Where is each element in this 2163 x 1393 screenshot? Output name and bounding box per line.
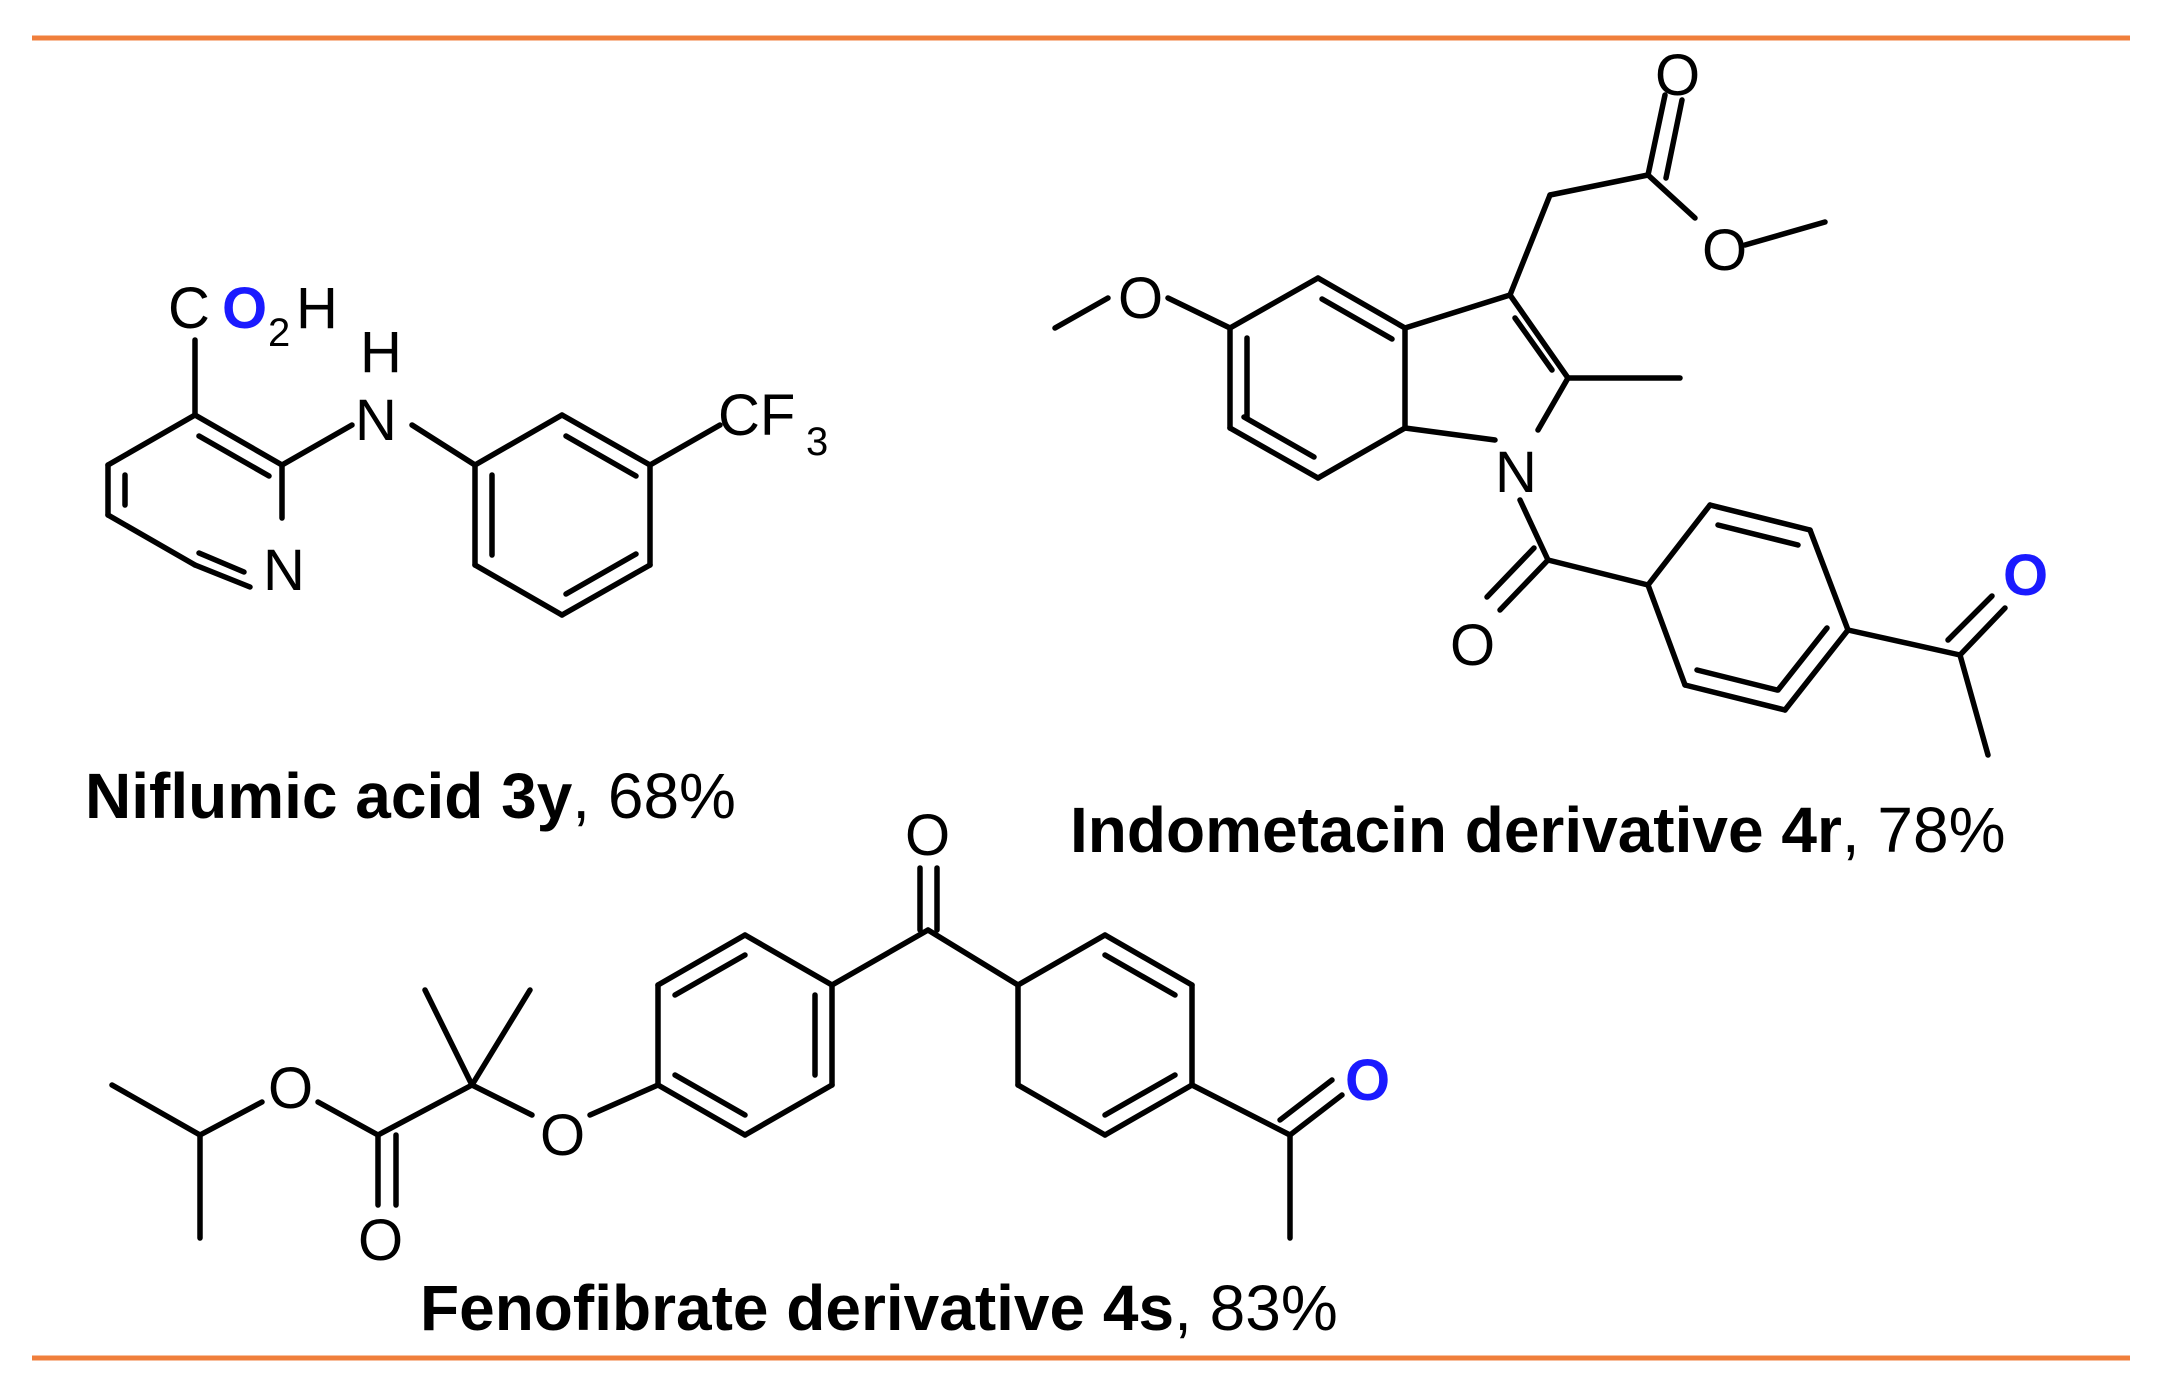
pyridine-n-label: N [263, 538, 305, 603]
fenofibrate-bonds [109, 865, 1345, 1241]
niflumic-caption: Niflumic acid 3y, 68% [85, 760, 736, 832]
ester-carbonyl-o-label: O [1655, 43, 1700, 108]
acetyl-o-label: O [2003, 543, 2048, 608]
cooh-c-label: C [168, 276, 210, 341]
niflumic-acid-structure: C O 2 H H N N CF 3 [105, 276, 828, 618]
ester-carbonyl-o-label: O [358, 1208, 403, 1273]
indometacin-bonds [1052, 92, 2008, 758]
cooh-o-label: O [222, 276, 267, 341]
cf3-label: CF [718, 383, 795, 448]
ketone-o-label: O [905, 803, 950, 868]
fenofibrate-structure: O O O O O [109, 803, 1390, 1273]
ester-o-label: O [1702, 218, 1747, 283]
amine-n-label: N [355, 388, 397, 453]
cooh-h-label: H [296, 276, 338, 341]
indometacin-caption: Indometacin derivative 4r, 78% [1070, 794, 2006, 866]
cf3-subscript-3: 3 [806, 420, 828, 464]
amine-h-label: H [360, 320, 402, 385]
ether-o-label: O [540, 1103, 585, 1168]
acetyl-o-label: O [1345, 1048, 1390, 1113]
niflumic-bonds [105, 337, 723, 618]
ester-o-label: O [268, 1056, 313, 1121]
methoxy-o-label: O [1118, 266, 1163, 331]
fenofibrate-caption: Fenofibrate derivative 4s, 83% [420, 1272, 1338, 1344]
indole-n-label: N [1495, 440, 1537, 505]
amide-o-label: O [1450, 613, 1495, 678]
indometacin-structure: O O O N O O [1052, 43, 2048, 758]
cooh-subscript-2: 2 [268, 311, 290, 355]
